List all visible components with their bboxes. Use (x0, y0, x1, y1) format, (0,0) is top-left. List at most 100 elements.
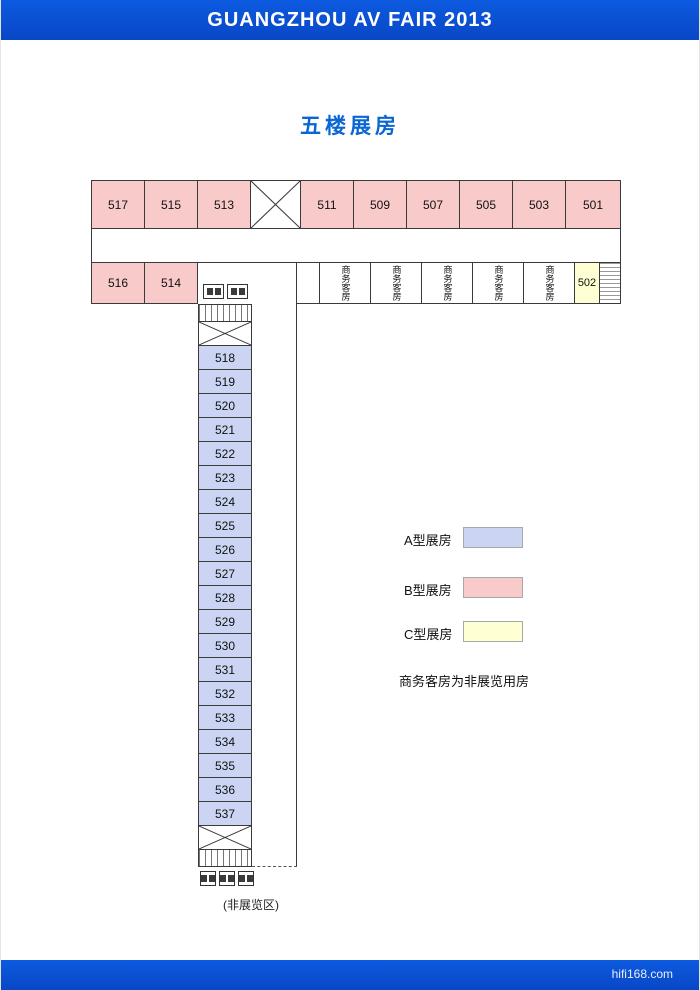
room-526: 526 (198, 537, 252, 562)
hatched-area-right (599, 262, 621, 304)
stairs-crossed-box (198, 321, 252, 346)
room-511: 511 (300, 180, 354, 229)
elevator-icon (200, 871, 216, 886)
elevator-icons-bottom (200, 871, 254, 886)
business-room: 商务客房 (421, 262, 473, 304)
room-527: 527 (198, 561, 252, 586)
room-label: 532 (214, 686, 236, 701)
room-label: 537 (214, 806, 236, 821)
room-label: 509 (369, 197, 391, 212)
room-label: 526 (214, 542, 236, 557)
room-label: 525 (214, 518, 236, 533)
stairs-crossed-box (250, 180, 301, 229)
stairs-crossed-box (198, 825, 252, 850)
room-528: 528 (198, 585, 252, 610)
room-530: 530 (198, 633, 252, 658)
elevator-icon (227, 284, 248, 299)
elevator-icon (219, 871, 235, 886)
room-label: 520 (214, 398, 236, 413)
room-509: 509 (353, 180, 407, 229)
room-label: 517 (107, 197, 129, 212)
room-535: 535 (198, 753, 252, 778)
footer-site-label: hifi168.com (611, 967, 673, 981)
room-label: 530 (214, 638, 236, 653)
elevator-icon (238, 871, 254, 886)
room-536: 536 (198, 777, 252, 802)
business-room: 商务客房 (472, 262, 524, 304)
room-label: 524 (214, 494, 236, 509)
room-522: 522 (198, 441, 252, 466)
footer-bar (1, 960, 699, 990)
room-529: 529 (198, 609, 252, 634)
business-room-label: 商务客房 (442, 265, 453, 301)
business-room-label: 商务客房 (340, 265, 351, 301)
room-524: 524 (198, 489, 252, 514)
business-room: 商务客房 (319, 262, 371, 304)
business-room-label: 商务客房 (493, 265, 504, 301)
room-523: 523 (198, 465, 252, 490)
room-label: 535 (214, 758, 236, 773)
room-label: 513 (213, 197, 235, 212)
business-room: 商务客房 (523, 262, 575, 304)
room-label: 501 (582, 197, 604, 212)
room-label: 528 (214, 590, 236, 605)
room-label: 505 (475, 197, 497, 212)
hatched-strip-top (198, 304, 252, 322)
room-519: 519 (198, 369, 252, 394)
business-room-label: 商务客房 (391, 265, 402, 301)
room-531: 531 (198, 657, 252, 682)
room-label: 533 (214, 710, 236, 725)
room-505: 505 (459, 180, 513, 229)
room-518: 518 (198, 345, 252, 370)
room-label: 521 (214, 422, 236, 437)
room-533: 533 (198, 705, 252, 730)
room-label: 511 (317, 197, 337, 212)
legend-label-a: A型展房 (404, 533, 452, 548)
legend-note: 商务客房为非展览用房 (399, 674, 530, 689)
room-label: 529 (214, 614, 236, 629)
room-label: 514 (160, 276, 182, 290)
room-label: 515 (160, 197, 182, 212)
room-label: 503 (528, 197, 550, 212)
room-label: 534 (214, 734, 236, 749)
room-532: 532 (198, 681, 252, 706)
room-514: 514 (144, 262, 198, 304)
room-537: 537 (198, 801, 252, 826)
room-label: 507 (422, 197, 444, 212)
legend-label-c: C型展房 (404, 627, 453, 642)
business-room: 商务客房 (370, 262, 422, 304)
legend-label-b: B型展房 (404, 583, 452, 598)
room-502: 502 (574, 262, 600, 304)
room-label: 527 (214, 566, 236, 581)
room-label: 522 (214, 446, 236, 461)
room-label: 502 (577, 277, 597, 289)
room-label: 531 (214, 662, 236, 677)
non-exhibit-label: (非展览区) (223, 898, 279, 912)
room-label: 536 (214, 782, 236, 797)
service-cell (296, 262, 320, 304)
room-516: 516 (91, 262, 145, 304)
legend-swatch-c (463, 621, 523, 642)
room-525: 525 (198, 513, 252, 538)
corridor-wall (296, 262, 297, 866)
room-513: 513 (197, 180, 251, 229)
room-517: 517 (91, 180, 145, 229)
room-515: 515 (144, 180, 198, 229)
room-label: 519 (214, 374, 236, 389)
room-507: 507 (406, 180, 460, 229)
banner-title: GUANGZHOU AV FAIR 2013 (207, 8, 493, 31)
legend-swatch-b (463, 577, 523, 598)
dashed-boundary (252, 866, 297, 867)
hatched-strip-bottom (198, 849, 252, 867)
page-title: 五楼展房 (300, 115, 400, 138)
room-501: 501 (565, 180, 621, 229)
room-label: 523 (214, 470, 236, 485)
elevator-icon (203, 284, 224, 299)
elevator-icons-top (203, 284, 248, 299)
corridor (91, 228, 621, 263)
room-520: 520 (198, 393, 252, 418)
banner: GUANGZHOU AV FAIR 2013 (1, 0, 699, 40)
room-label: 518 (214, 350, 236, 365)
room-label: 516 (107, 276, 129, 290)
